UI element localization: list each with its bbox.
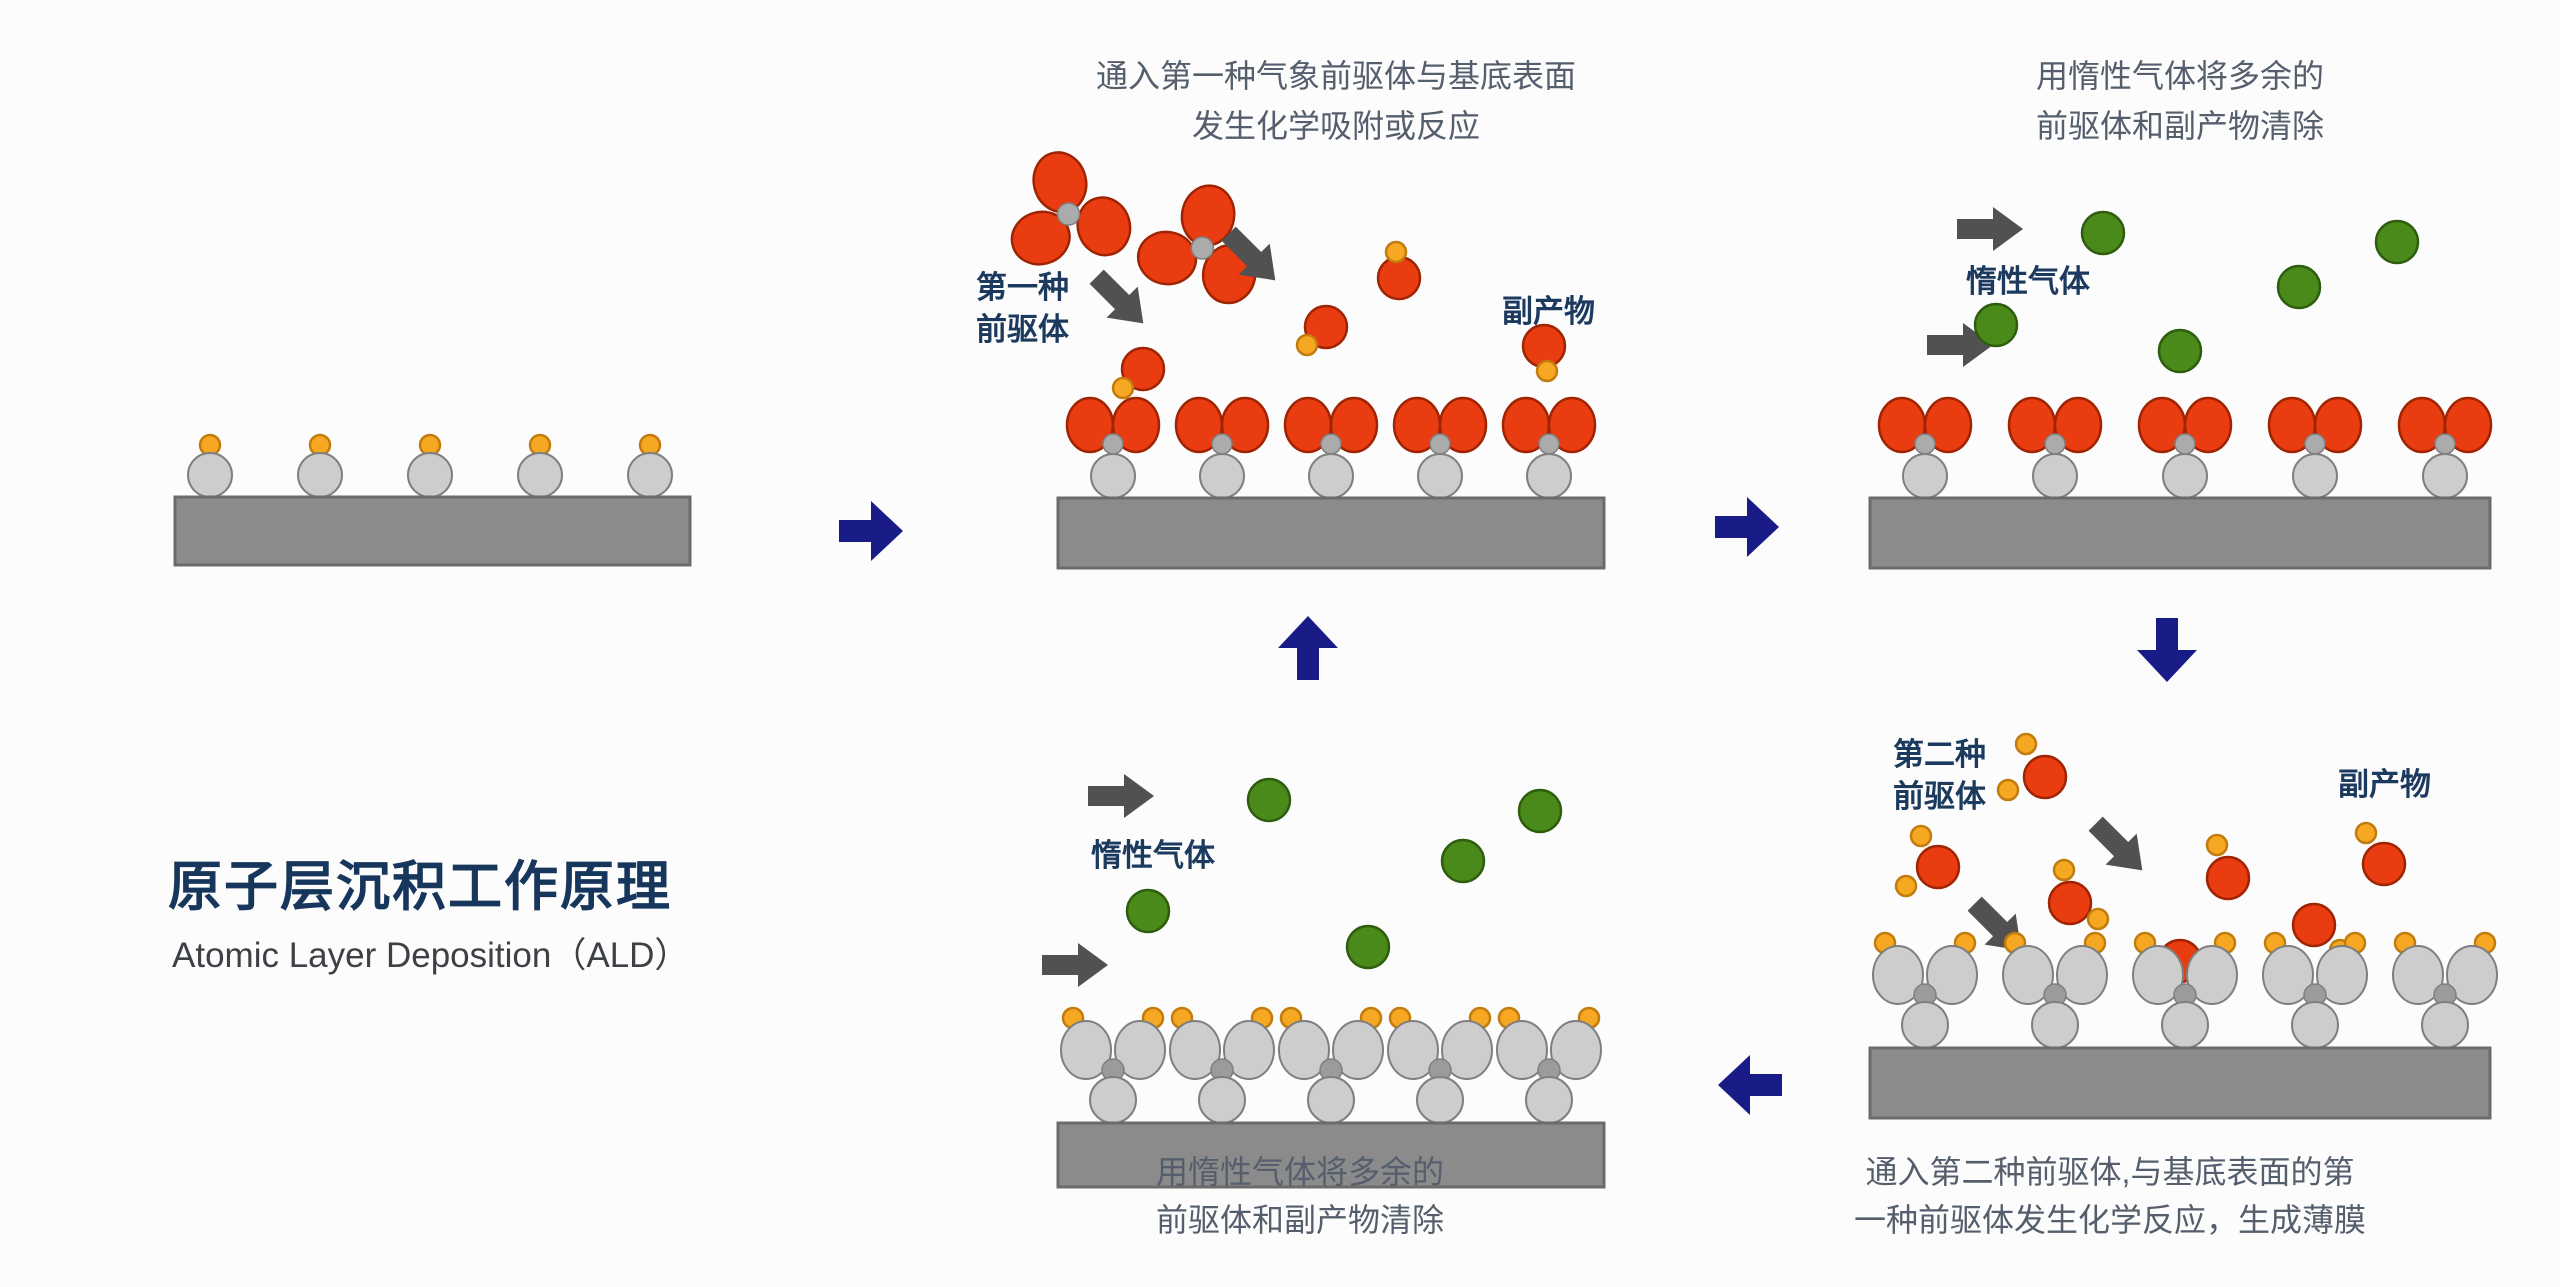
step1-caption-line2: 发生化学吸附或反应 [1192,108,1480,144]
gas-flow-arrow-icon [1957,207,2023,251]
cycle-arrow-left-icon [1718,1055,1782,1115]
hydroxyl-site [406,433,454,499]
adsorbed-site [1174,396,1270,500]
step3-precursor-label-line1: 第二种 [1893,737,1986,772]
inert-gas-molecule [2080,210,2126,256]
byproduct-molecule [1521,323,1567,383]
gas-flow-arrow-icon [1088,774,1154,818]
page-title: 原子层沉积工作原理 [168,857,672,917]
adsorbed-site [1501,396,1597,500]
inert-gas-molecule [1440,838,1486,884]
adsorbed-site [1065,396,1161,500]
film-site [1277,1006,1385,1125]
precursor1-molecule [991,137,1138,280]
substrate-bar [1056,1121,1606,1189]
byproduct-molecule [1111,346,1166,400]
step1-precursor-label-line2: 前驱体 [976,312,1069,347]
inert-gas-molecule [1517,788,1563,834]
step3-precursor-label-line2: 前驱体 [1893,779,1986,814]
cycle-arrow-right-icon [839,501,903,561]
substrate-bar [1868,1046,2492,1120]
hydroxyl-site [626,433,674,499]
inert-gas-molecule [2276,264,2322,310]
cycle-arrow-right-icon [1715,497,1779,557]
adsorbed-site [2267,396,2363,500]
adsorbed-site [1877,396,1973,500]
step1-byproduct-label: 副产物 [1502,294,1595,329]
hydroxyl-site [296,433,344,499]
step2-caption-line2: 前驱体和副产物清除 [2036,108,2324,144]
adsorbed-site [1392,396,1488,500]
cycle-arrow-up-icon [1278,616,1338,680]
panel-step2-purge: 用惰性气体将多余的 前驱体和副产物清除 惰性气体 [1868,58,2493,570]
substrate-bar [173,495,692,567]
hydroxyl-site [186,433,234,499]
precursor2-molecule [1894,824,1961,898]
film-site [1059,1006,1167,1125]
substrate-bar [1056,496,1606,570]
hydroxyl-site [516,433,564,499]
inert-gas-molecule [2374,219,2420,265]
step1-caption-line1: 通入第一种气象前驱体与基底表面 [1096,58,1576,94]
inert-gas-molecule [2157,328,2203,374]
panel-step4-purge: 惰性气体 用惰性气体将多余的 前驱体和副产物清除 [1042,774,1606,1238]
step3-caption-line1: 通入第二种前驱体,与基底表面的第 [1866,1154,2355,1190]
byproduct-molecule [2205,833,2251,901]
byproduct-molecule [1295,304,1349,357]
step1-precursor-label-line1: 第一种 [976,270,1069,305]
precursor2-molecule [2047,858,2110,931]
adsorbed-site [2397,396,2493,500]
inert-gas-molecule [1125,888,1171,934]
cycle-arrow-down-icon [2137,618,2197,682]
step4-caption-line1: 用惰性气体将多余的 [1156,1154,1444,1190]
step4-inert-gas-label: 惰性气体 [1091,838,1215,873]
adsorbed-site [1283,396,1379,500]
step3-caption-line2: 一种前驱体发生化学反应，生成薄膜 [1854,1202,2366,1238]
precursor2-molecule [1996,732,2068,802]
substrate-bar [1868,496,2492,570]
panel-step1-precursor1-pulse: 通入第一种气象前驱体与基底表面 发生化学吸附或反应 第一种 前驱体 副产物 [976,58,1606,570]
step2-caption-line1: 用惰性气体将多余的 [2036,58,2324,94]
step3-byproduct-label: 副产物 [2338,767,2431,802]
film-site [2261,931,2369,1050]
film-site [1168,1006,1276,1125]
film-site [2001,931,2109,1050]
panel-initial-substrate: 原子层沉积工作原理 Atomic Layer Deposition（ALD） [168,433,692,975]
step4-caption-line2: 前驱体和副产物清除 [1156,1202,1444,1238]
film-site [1871,931,1979,1050]
inert-gas-molecule [1246,777,1292,823]
gas-flow-arrow-icon [2080,808,2158,886]
panel-step3-precursor2-reaction: 第二种 前驱体 副产物 [1854,732,2499,1238]
film-site [1386,1006,1494,1125]
byproduct-molecule [2354,821,2407,887]
byproduct-molecule [1376,240,1422,301]
film-site [1495,1006,1603,1125]
inert-gas-molecule [1973,302,2019,348]
page-subtitle: Atomic Layer Deposition（ALD） [172,936,689,975]
inert-gas-molecule [1345,924,1391,970]
film-site [2391,931,2499,1050]
gas-flow-arrow-icon [1042,943,1108,987]
adsorbed-site [2007,396,2103,500]
adsorbed-site [2137,396,2233,500]
step2-inert-gas-label: 惰性气体 [1966,264,2090,299]
